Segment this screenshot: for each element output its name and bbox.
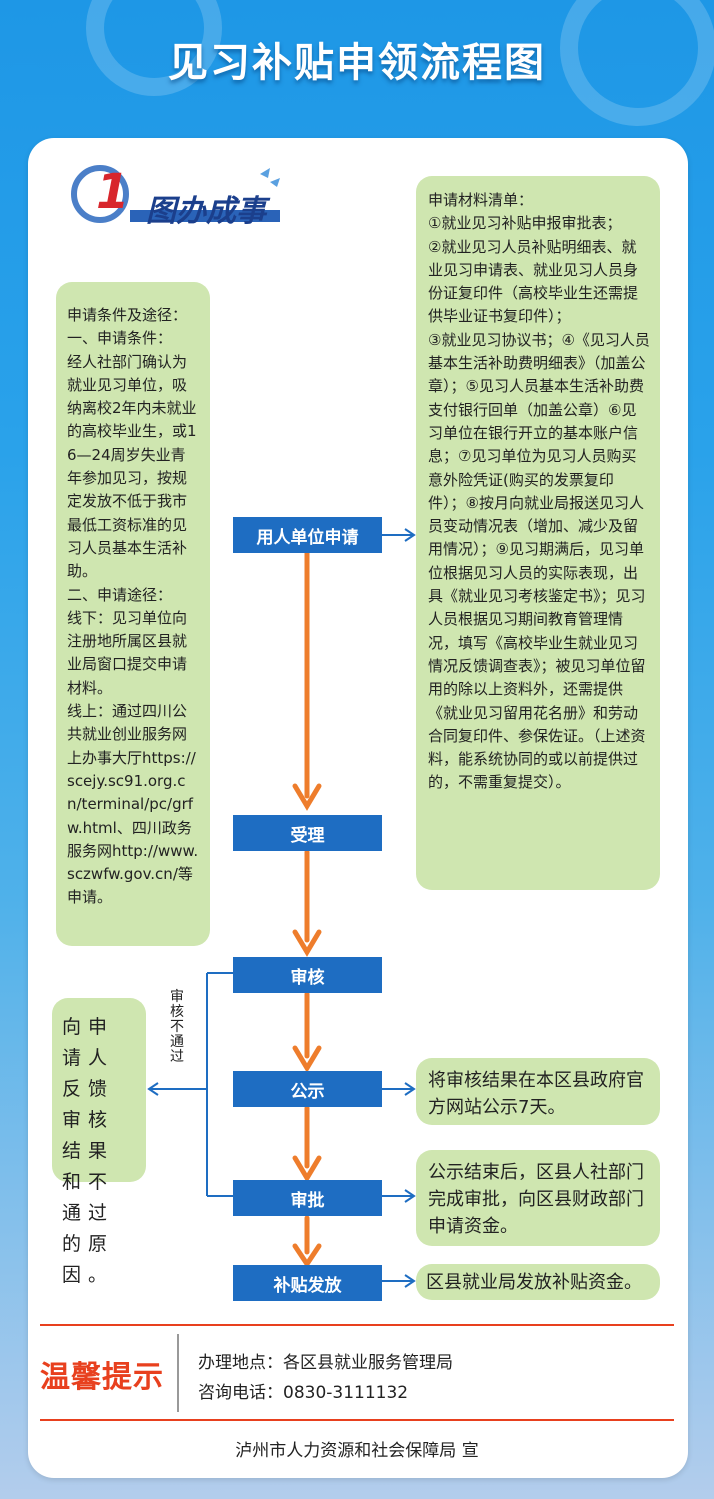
logo-number: 1 [96,164,130,220]
tips-location: 办理地点：各区县就业服务管理局 [198,1353,453,1373]
logo-badge [71,165,280,223]
logo-text: 图办成事 [146,194,266,229]
step-accept: 受理 [233,815,382,851]
application-conditions-box: 申请条件及途径： 一、申请条件： 经人社部门确认为就业见习单位，吸纳离校2年内未… [56,282,210,946]
tips-phone: 咨询电话：0830-3111132 [198,1383,409,1403]
step-approve: 审批 [233,1180,382,1216]
tips-label: 温馨提示 [40,1360,164,1395]
materials-list-box: 申请材料清单： ①就业见习补贴申报审批表； ②就业见习人员补贴明细表、就业见习申… [416,176,660,890]
reject-feedback-box: 向申请人反馈审核结果和不通过的原因。 [52,998,146,1286]
publicize-note: 将审核结果在本区县政府官方网站公示7天。 [416,1058,660,1125]
page-title: 见习补贴申领流程图 [168,40,546,86]
reject-label: 审核不通过 [170,989,184,1065]
step-publicize: 公示 [233,1071,382,1107]
step-disburse: 补贴发放 [233,1265,382,1301]
approve-note: 公示结束后，区县人社部门完成审批，向区县财政部门申请资金。 [416,1150,660,1246]
footer-issuer: 泸州市人力资源和社会保障局 宣 [235,1441,479,1461]
disburse-note: 区县就业局发放补贴资金。 [416,1264,660,1300]
step-review: 审核 [233,957,382,993]
step-apply: 用人单位申请 [233,517,382,553]
